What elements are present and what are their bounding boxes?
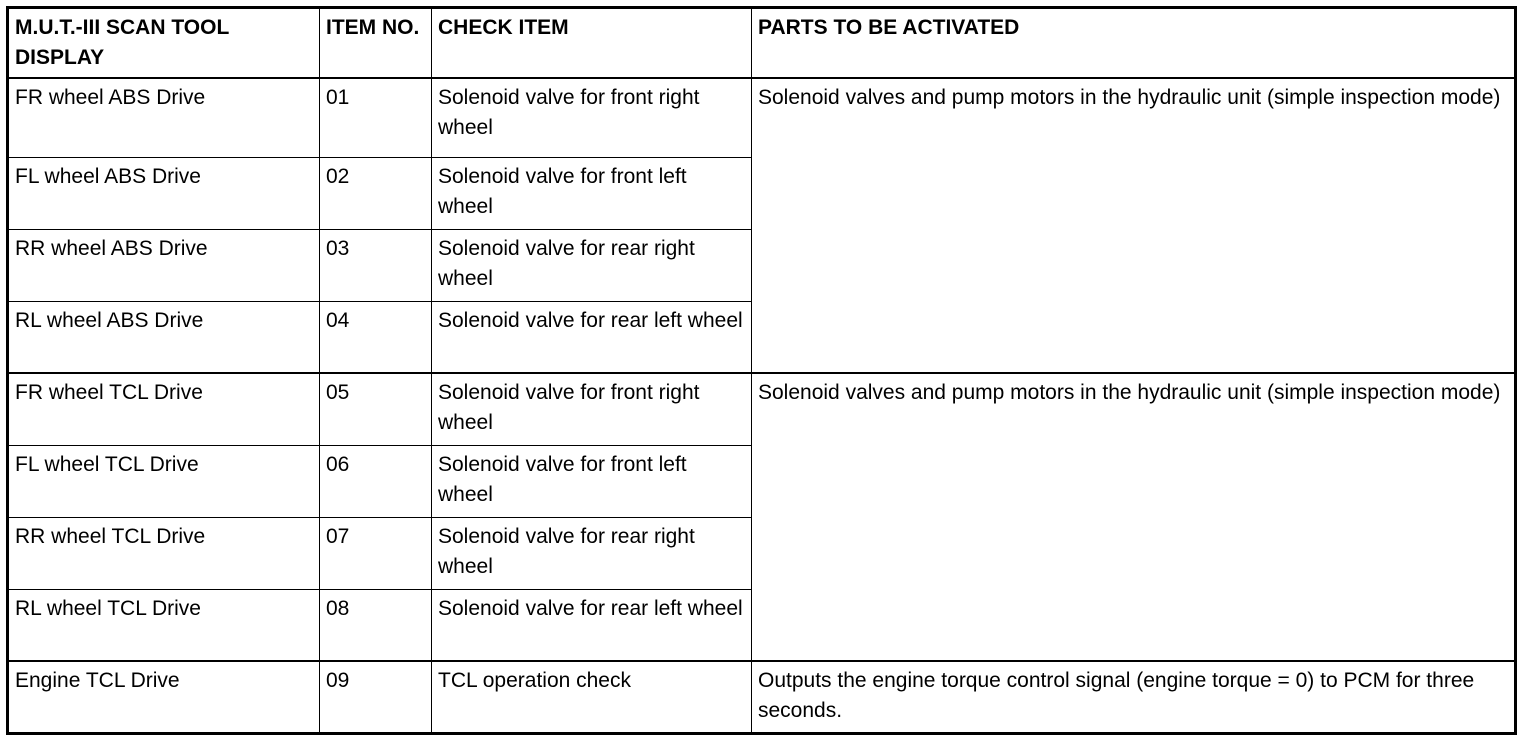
scan-tool-display-cell: RR wheel ABS Drive [7, 228, 320, 302]
check-item-cell: Solenoid valve for front left wheel [431, 156, 752, 230]
scan-tool-display-cell: RL wheel TCL Drive [7, 588, 320, 662]
parts-activated-cell: Solenoid valves and pump motors in the h… [751, 372, 1516, 662]
check-item-cell: TCL operation check [431, 660, 752, 734]
header-item-no: ITEM NO. [319, 7, 432, 79]
table-row: FL wheel ABS Drive 02 Solenoid valve for… [7, 156, 1516, 230]
scan-tool-display-cell: FL wheel ABS Drive [7, 156, 320, 230]
scan-tool-display-cell: Engine TCL Drive [7, 660, 320, 734]
item-no-cell: 09 [319, 660, 432, 734]
item-no-cell: 03 [319, 228, 432, 302]
parts-activated-cell: Solenoid valves and pump motors in the h… [751, 77, 1516, 374]
check-item-cell: Solenoid valve for front right wheel [431, 372, 752, 446]
table-row: RL wheel ABS Drive 04 Solenoid valve for… [7, 300, 1516, 374]
table-row: Engine TCL Drive 09 TCL operation check … [7, 660, 1516, 734]
item-no-cell: 01 [319, 77, 432, 158]
table-row: RR wheel ABS Drive 03 Solenoid valve for… [7, 228, 1516, 302]
check-item-cell: Solenoid valve for rear left wheel [431, 588, 752, 662]
item-no-cell: 08 [319, 588, 432, 662]
header-parts-activated: PARTS TO BE ACTIVATED [751, 7, 1516, 79]
header-scan-tool-display: M.U.T.-III SCAN TOOL DISPLAY [7, 7, 320, 79]
item-no-cell: 06 [319, 444, 432, 518]
scan-tool-display-cell: RR wheel TCL Drive [7, 516, 320, 590]
check-item-cell: Solenoid valve for rear right wheel [431, 228, 752, 302]
header-row: M.U.T.-III SCAN TOOL DISPLAY ITEM NO. CH… [7, 7, 1516, 79]
scan-tool-display-cell: FL wheel TCL Drive [7, 444, 320, 518]
item-no-cell: 02 [319, 156, 432, 230]
check-item-cell: Solenoid valve for rear right wheel [431, 516, 752, 590]
header-check-item: CHECK ITEM [431, 7, 752, 79]
scan-tool-display-cell: FR wheel TCL Drive [7, 372, 320, 446]
check-item-cell: Solenoid valve for front left wheel [431, 444, 752, 518]
table-row: RL wheel TCL Drive 08 Solenoid valve for… [7, 588, 1516, 662]
parts-activated-cell: Outputs the engine torque control signal… [751, 660, 1516, 734]
table-row: RR wheel TCL Drive 07 Solenoid valve for… [7, 516, 1516, 590]
table-row: FR wheel TCL Drive 05 Solenoid valve for… [7, 372, 1516, 662]
scan-tool-display-cell: FR wheel ABS Drive [7, 77, 320, 158]
table-row: FR wheel ABS Drive 01 Solenoid valve for… [7, 77, 1516, 374]
item-no-cell: 07 [319, 516, 432, 590]
item-no-cell: 05 [319, 372, 432, 446]
actuator-test-table: M.U.T.-III SCAN TOOL DISPLAY ITEM NO. CH… [6, 6, 1517, 735]
check-item-cell: Solenoid valve for rear left wheel [431, 300, 752, 374]
check-item-cell: Solenoid valve for front right wheel [431, 77, 752, 158]
scan-tool-display-cell: RL wheel ABS Drive [7, 300, 320, 374]
item-no-cell: 04 [319, 300, 432, 374]
table-row: FL wheel TCL Drive 06 Solenoid valve for… [7, 444, 1516, 518]
